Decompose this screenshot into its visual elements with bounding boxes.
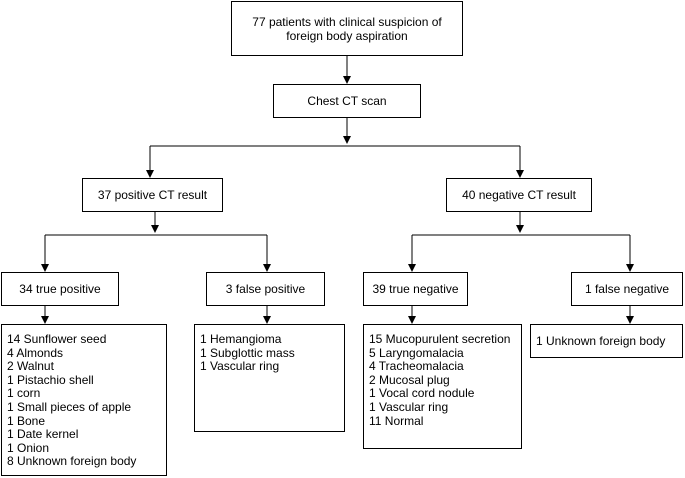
positive-ct-label: 37 positive CT result — [97, 188, 208, 202]
ct-scan-label: Chest CT scan — [307, 94, 387, 108]
list-item: 1 Hemangioma — [200, 332, 282, 346]
list-item: 2 Walnut — [7, 359, 54, 374]
false-positive-label: 3 false positive — [225, 282, 306, 296]
list-item: 1 Onion — [7, 440, 50, 455]
list-item: 1 Vascular ring — [369, 399, 449, 414]
list-item: 1 corn — [7, 386, 41, 401]
list-item: 15 Mucopurulent secretion — [369, 332, 511, 346]
ct-scan-box: Chest CT scan — [273, 84, 421, 118]
list-item: 14 Sunflower seed — [7, 332, 107, 346]
false-negative-label: 1 false negative — [584, 282, 670, 296]
true-positive-label: 34 true positive — [19, 282, 101, 296]
list-item: 1 Small pieces of apple — [7, 399, 132, 414]
true-negative-label: 39 true negative — [372, 282, 459, 296]
true-positive-box: 34 true positive — [1, 272, 119, 306]
true-negative-box: 39 true negative — [363, 272, 468, 306]
list-item: 1 Subglottic mass — [200, 345, 295, 360]
list-item: 2 Mucosal plug — [369, 372, 450, 387]
true-positive-detail-box: 14 Sunflower seed 4 Almonds 2 Walnut 1 P… — [1, 324, 167, 476]
false-positive-detail-box: 1 Hemangioma 1 Subglottic mass 1 Vascula… — [194, 324, 345, 432]
true-negative-detail-box: 15 Mucopurulent secretion 5 Laryngomalac… — [363, 324, 522, 449]
false-negative-box: 1 false negative — [571, 272, 683, 306]
list-item: 8 Unknown foreign body — [7, 454, 137, 469]
false-positive-box: 3 false positive — [206, 272, 325, 306]
list-item: 1 Date kernel — [7, 427, 79, 442]
list-item: 1 Vocal cord nodule — [369, 386, 475, 401]
list-item: 4 Almonds — [7, 345, 64, 360]
list-item: 11 Normal — [369, 413, 424, 428]
root-line-1: 77 patients with clinical suspicion of — [252, 14, 442, 29]
negative-ct-label: 40 negative CT result — [462, 188, 576, 202]
list-item: 1 Vascular ring — [200, 359, 280, 374]
positive-ct-box: 37 positive CT result — [82, 178, 223, 212]
root-box: 77 patients with clinical suspicion of f… — [231, 1, 463, 56]
list-item: 4 Tracheomalacia — [369, 359, 464, 374]
list-item: 1 Pistachio shell — [7, 372, 94, 387]
false-negative-detail-box: 1 Unknown foreign body — [530, 324, 683, 358]
list-item: 1 Bone — [7, 413, 46, 428]
negative-ct-box: 40 negative CT result — [446, 178, 592, 212]
list-item: 5 Laryngomalacia — [369, 345, 464, 360]
root-line-2: foreign body aspiration — [286, 28, 408, 43]
list-item: 1 Unknown foreign body — [536, 334, 666, 348]
